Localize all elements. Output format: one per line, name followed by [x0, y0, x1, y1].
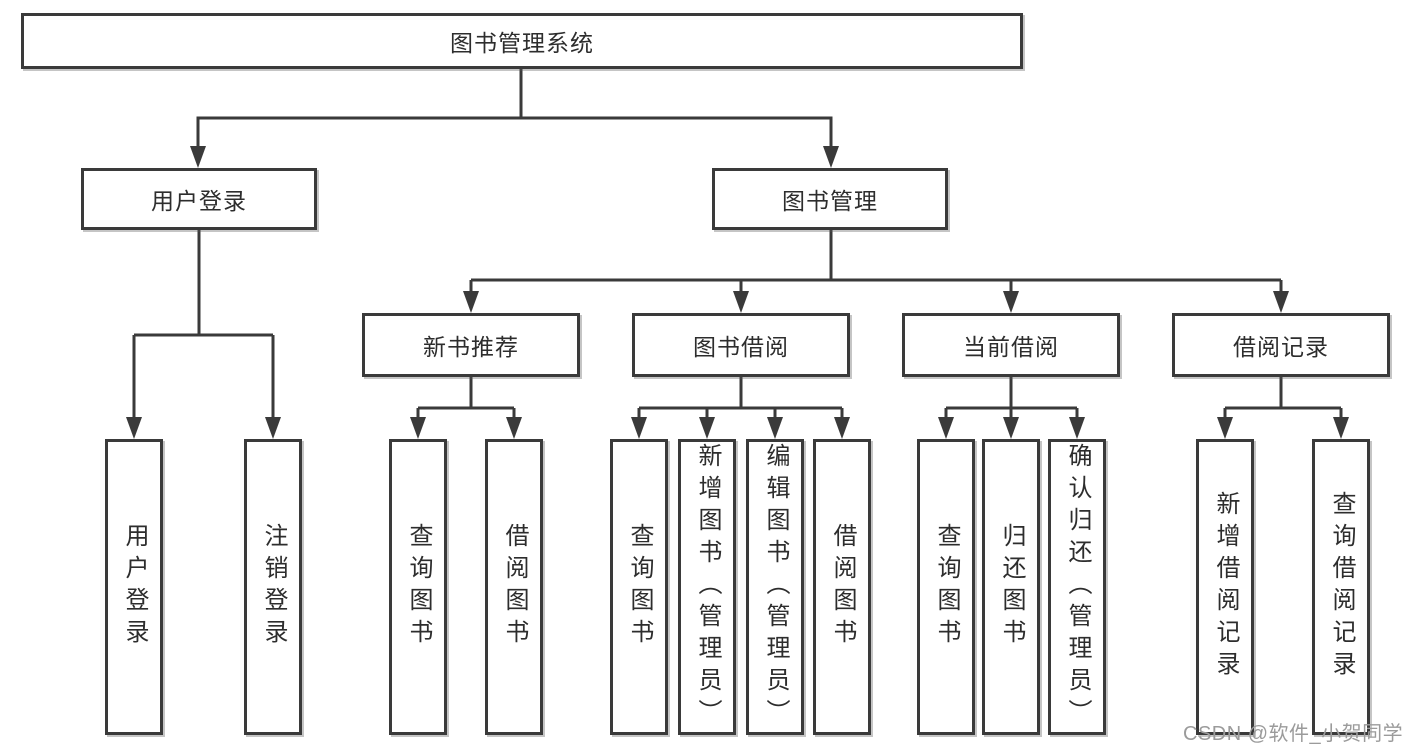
node-query-borrow-record: 查询借阅记录	[1312, 439, 1370, 735]
node-book-borrowing: 图书借阅	[632, 313, 850, 377]
node-library-management-system: 图书管理系统	[21, 13, 1023, 69]
connector-book-borrowing-children	[631, 377, 850, 439]
node-query-books-borrowing: 查询图书	[610, 439, 668, 735]
node-borrow-books-recommend: 借阅图书	[485, 439, 543, 735]
node-user-login: 用户登录	[81, 168, 317, 230]
connector-borrowing-records-children	[1217, 377, 1349, 439]
node-label: 图书借阅	[693, 334, 789, 360]
node-label: 新增图书（管理员）	[694, 443, 721, 731]
node-current-borrowing: 当前借阅	[902, 313, 1120, 377]
node-logout: 注销登录	[244, 439, 302, 735]
node-label: 确认归还（管理员）	[1064, 443, 1091, 731]
node-edit-book-admin: 编辑图书（管理员）	[746, 439, 804, 735]
connector-new-book-recommendation-children	[410, 377, 522, 439]
node-borrowing-records: 借阅记录	[1172, 313, 1390, 377]
node-borrow-books-leaf: 借阅图书	[813, 439, 871, 735]
node-label: 新增借阅记录	[1212, 491, 1239, 683]
csdn-watermark: CSDN @软件_小贺同学	[1183, 723, 1404, 745]
node-label: 编辑图书（管理员）	[762, 443, 789, 731]
node-label: 借阅图书	[501, 523, 528, 651]
node-query-books-recommend: 查询图书	[389, 439, 447, 735]
node-label: 当前借阅	[963, 334, 1059, 360]
node-label: 归还图书	[998, 523, 1025, 651]
node-label: 图书管理系统	[450, 30, 594, 56]
node-label: 借阅图书	[829, 523, 856, 651]
node-user-login-leaf: 用户登录	[105, 439, 163, 735]
connector-root-to-level2	[190, 69, 839, 168]
connector-current-borrowing-children	[938, 377, 1085, 439]
node-add-book-admin: 新增图书（管理员）	[678, 439, 736, 735]
node-label: 图书管理	[782, 188, 878, 214]
node-label: 查询图书	[933, 523, 960, 651]
node-label: 新书推荐	[423, 334, 519, 360]
node-label: 用户登录	[151, 188, 247, 214]
node-return-books: 归还图书	[982, 439, 1040, 735]
node-query-books-current: 查询图书	[917, 439, 975, 735]
connector-user-login-children	[126, 230, 281, 439]
node-label: 查询图书	[405, 523, 432, 651]
node-confirm-return-admin: 确认归还（管理员）	[1048, 439, 1106, 735]
node-label: 查询借阅记录	[1328, 491, 1355, 683]
node-label: 借阅记录	[1233, 334, 1329, 360]
node-label: 注销登录	[260, 523, 287, 651]
node-label: 用户登录	[121, 523, 148, 651]
node-new-book-recommendation: 新书推荐	[362, 313, 580, 377]
connector-book-management-to-level3	[463, 230, 1289, 313]
node-book-management: 图书管理	[712, 168, 948, 230]
node-add-borrow-record: 新增借阅记录	[1196, 439, 1254, 735]
node-label: 查询图书	[626, 523, 653, 651]
